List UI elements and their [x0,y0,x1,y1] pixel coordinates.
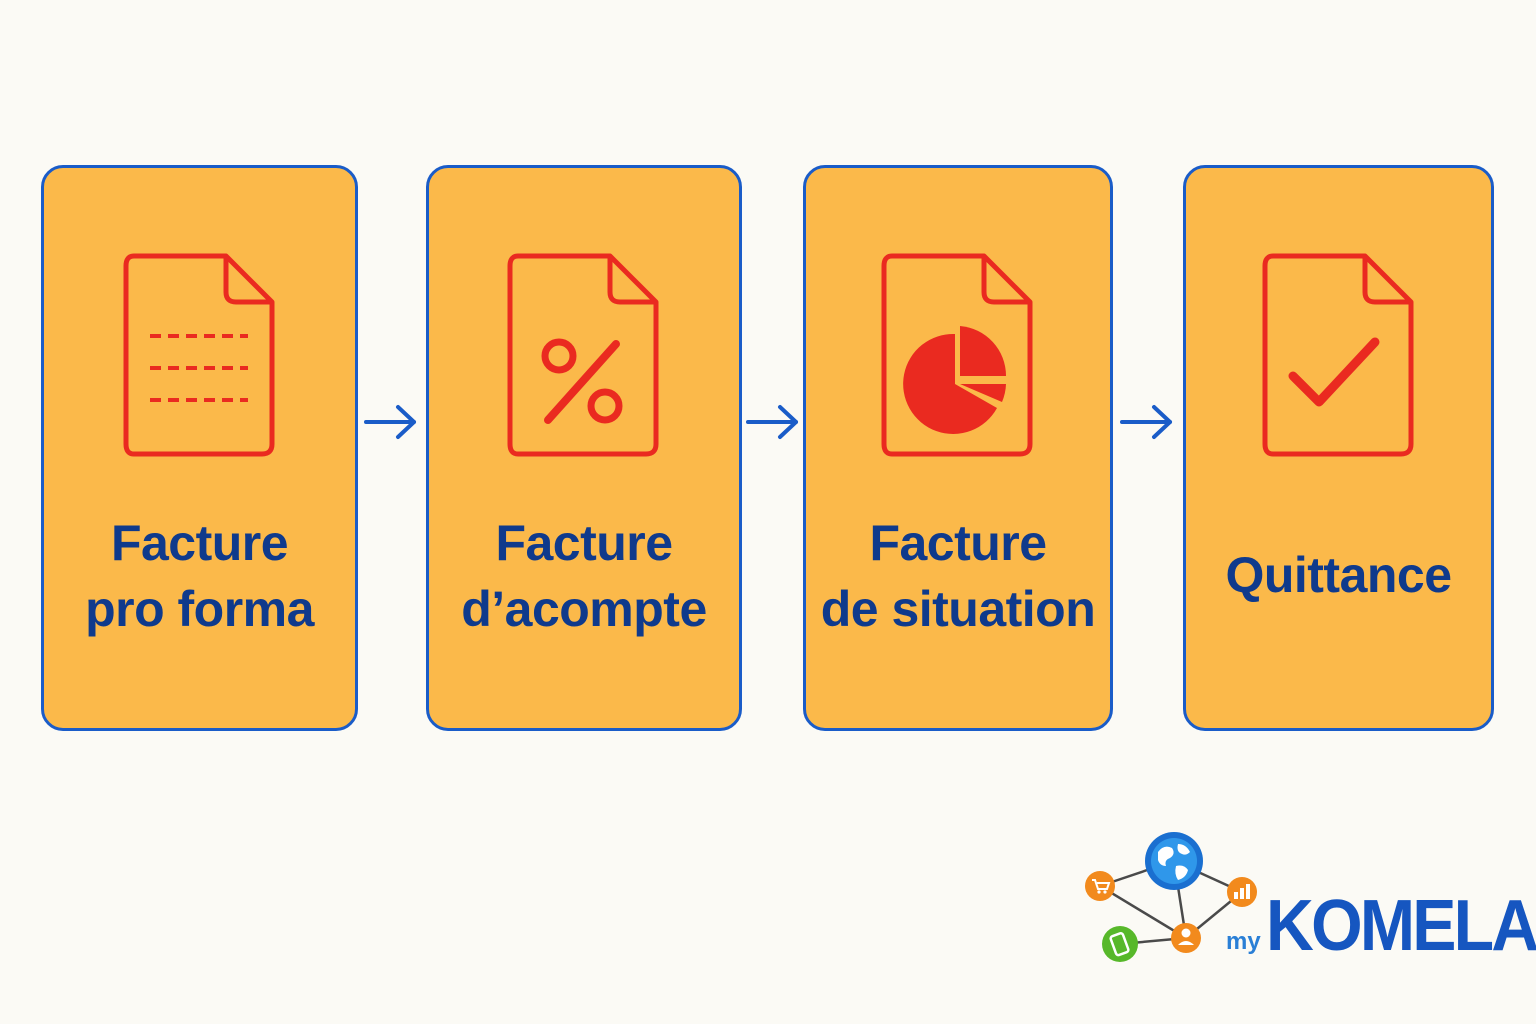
document-check-icon [1262,253,1413,457]
document-lines-icon [123,253,274,457]
step-title: Facture de situation [806,510,1110,642]
document-pie-chart-icon [881,253,1033,457]
step-card-situation: Facture de situation [803,165,1113,731]
arrow-right-icon [1120,405,1172,439]
logo-name: KOMELA [1266,886,1536,966]
step-title-line1: Facture [110,515,289,571]
step-title-line1: Quittance [1225,547,1452,603]
step-card-quittance: Quittance [1183,165,1494,731]
step-card-pro-forma: Facture pro forma [41,165,358,731]
step-title-line2: pro forma [85,581,314,637]
step-title: Facture pro forma [44,510,355,642]
document-percent-icon [507,253,659,457]
step-title-line2: d’acompte [461,581,707,637]
step-title-line2: de situation [820,581,1096,637]
step-title-line1: Facture [869,515,1047,571]
network-globe-icon [1085,832,1257,962]
step-title-line1: Facture [495,515,673,571]
step-card-acompte: Facture d’acompte [426,165,742,731]
step-title: Quittance [1186,542,1491,608]
arrow-right-icon [364,405,416,439]
step-title: Facture d’acompte [429,510,739,642]
mykomela-logo: my KOMELA [1082,828,1536,970]
logo-prefix: my [1226,928,1261,955]
arrow-right-icon [746,405,798,439]
